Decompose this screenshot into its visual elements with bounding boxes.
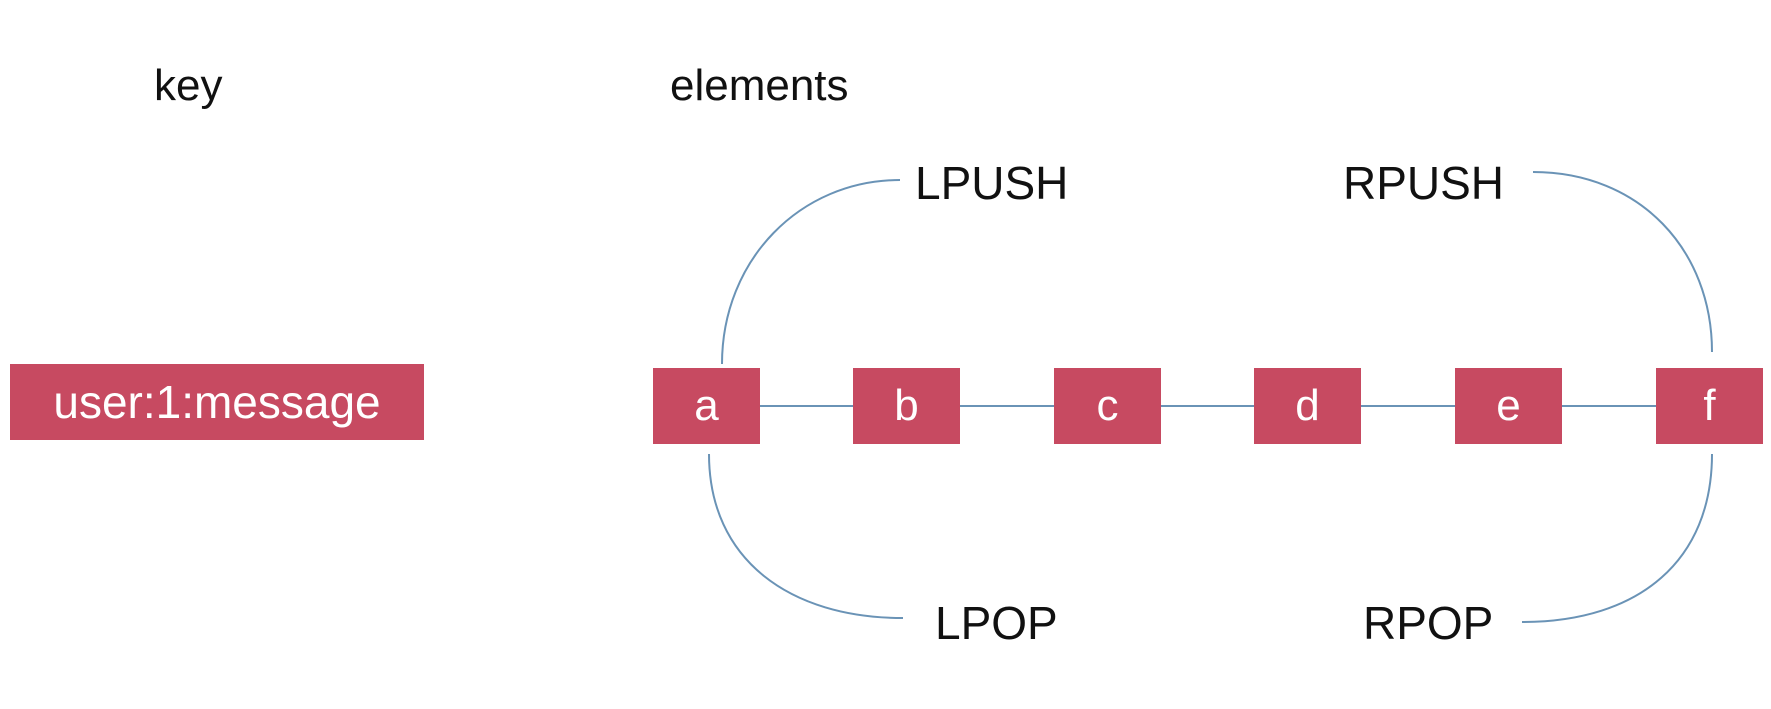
rpush-arc [1532, 171, 1713, 353]
rpush-label: RPUSH [1343, 157, 1505, 209]
lpop-label: LPOP [935, 597, 1058, 649]
key-heading: key [154, 61, 223, 110]
lpush-arc [721, 179, 901, 365]
elements-heading: elements [670, 61, 849, 110]
rpop-arc [1521, 453, 1713, 623]
rpop-label: RPOP [1363, 597, 1494, 649]
element-node-a: a [653, 368, 760, 444]
element-node-c: c [1054, 368, 1161, 444]
element-node-f: f [1656, 368, 1763, 444]
element-node-b: b [853, 368, 960, 444]
element-node-e: e [1455, 368, 1562, 444]
element-node-d: d [1254, 368, 1361, 444]
lpop-arc [708, 453, 904, 619]
key-box: user:1:message [10, 364, 424, 440]
lpush-label: LPUSH [915, 157, 1069, 209]
